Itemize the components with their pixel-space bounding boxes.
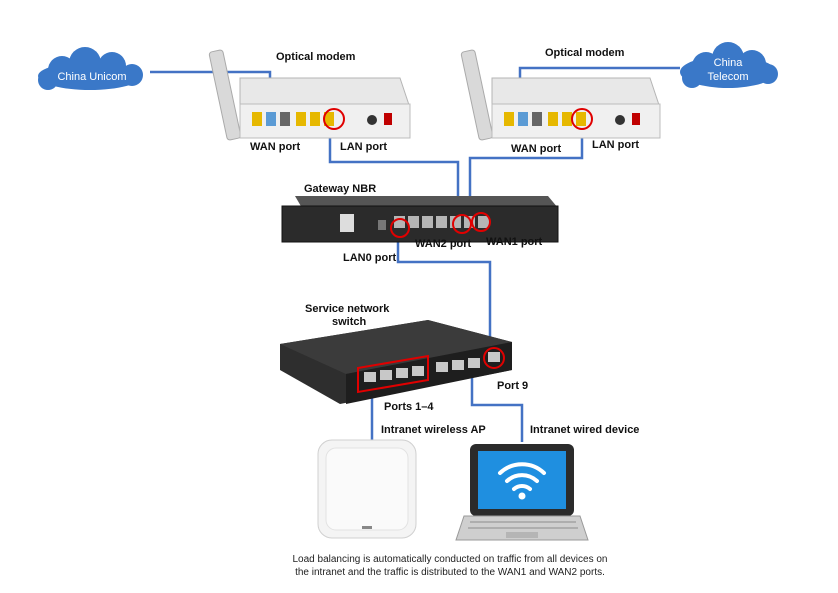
cable-right-lan-wan1 bbox=[468, 124, 584, 218]
highlight-port9 bbox=[483, 347, 505, 369]
label-wan1-port: WAN1 port bbox=[486, 236, 543, 248]
gateway-nbr-device bbox=[281, 196, 559, 243]
highlight-lan-port-right bbox=[571, 108, 593, 130]
label-lan0-port: LAN0 port bbox=[343, 252, 397, 264]
caption-line-1: Load balancing is automatically conducte… bbox=[292, 554, 608, 565]
highlight-wan2-port bbox=[452, 214, 472, 234]
diagram-caption: Load balancing is automatically conducte… bbox=[250, 553, 650, 579]
optical-modem-left bbox=[208, 49, 411, 141]
label-optical-modem-right: Optical modem bbox=[545, 47, 625, 59]
cable-left-lan-wan2 bbox=[328, 124, 460, 218]
label-switch-line1: Service network bbox=[305, 303, 390, 315]
label-port9: Port 9 bbox=[497, 380, 528, 392]
cloud-china-telecom: China Telecom bbox=[680, 42, 778, 88]
cable-switch-laptop bbox=[470, 372, 524, 442]
cloud-china-unicom: China Unicom bbox=[38, 47, 143, 90]
highlight-lan0-port bbox=[390, 218, 410, 238]
label-switch-line2: switch bbox=[332, 316, 367, 328]
label-wan2-port: WAN2 port bbox=[415, 238, 472, 250]
laptop-device bbox=[455, 444, 589, 541]
label-wan-port-right: WAN port bbox=[511, 143, 561, 155]
label-wan-port-left: WAN port bbox=[250, 141, 300, 153]
cloud-label-china-unicom: China Unicom bbox=[57, 71, 126, 83]
label-lan-port-right: LAN port bbox=[592, 139, 639, 151]
cloud-label-telecom-line2: Telecom bbox=[708, 71, 749, 83]
cloud-label-telecom-line1: China bbox=[714, 57, 744, 69]
port-icon bbox=[252, 112, 262, 126]
caption-line-2: the intranet and the traffic is distribu… bbox=[295, 567, 605, 578]
label-ports-1-4: Ports 1–4 bbox=[384, 401, 434, 413]
label-optical-modem-left: Optical modem bbox=[276, 51, 356, 63]
wifi-icon bbox=[498, 462, 546, 491]
label-wired-device: Intranet wired device bbox=[530, 424, 639, 436]
label-gateway-nbr: Gateway NBR bbox=[304, 183, 376, 195]
wireless-ap-device bbox=[317, 439, 417, 539]
service-network-switch bbox=[280, 320, 512, 404]
optical-modem-right bbox=[460, 49, 661, 141]
highlight-lan-port-left bbox=[323, 108, 345, 130]
label-wireless-ap: Intranet wireless AP bbox=[381, 424, 486, 436]
label-lan-port-left: LAN port bbox=[340, 141, 387, 153]
highlight-wan1-port bbox=[471, 212, 491, 232]
cable-lan0-port9 bbox=[396, 230, 492, 352]
highlight-ports-1-4 bbox=[357, 354, 429, 394]
